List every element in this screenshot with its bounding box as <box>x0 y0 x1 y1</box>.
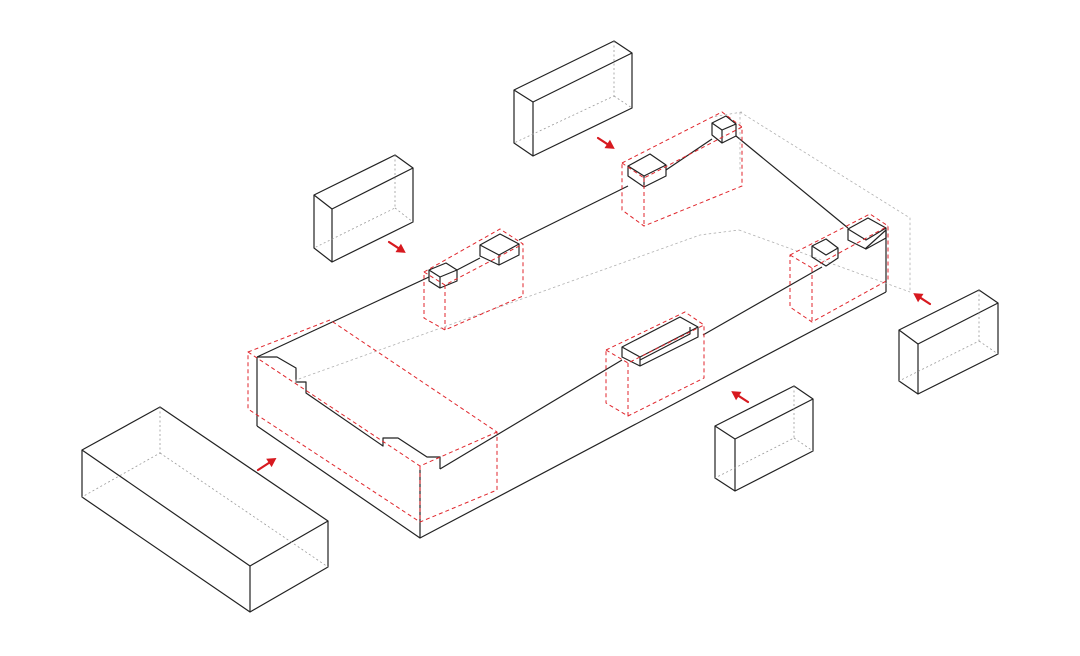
arrows <box>256 136 932 472</box>
block-front-right <box>714 385 814 492</box>
cut-outlines <box>247 111 889 523</box>
block-top <box>513 40 633 157</box>
base-platform <box>256 111 911 539</box>
arrow-icon <box>596 136 615 149</box>
arrow-icon <box>387 240 406 253</box>
arrow-icon <box>256 458 277 472</box>
block-right <box>898 289 999 395</box>
block-left <box>313 154 414 263</box>
arrow-icon <box>731 391 750 404</box>
block-large-front-left <box>81 406 329 613</box>
arrow-icon <box>913 293 932 306</box>
